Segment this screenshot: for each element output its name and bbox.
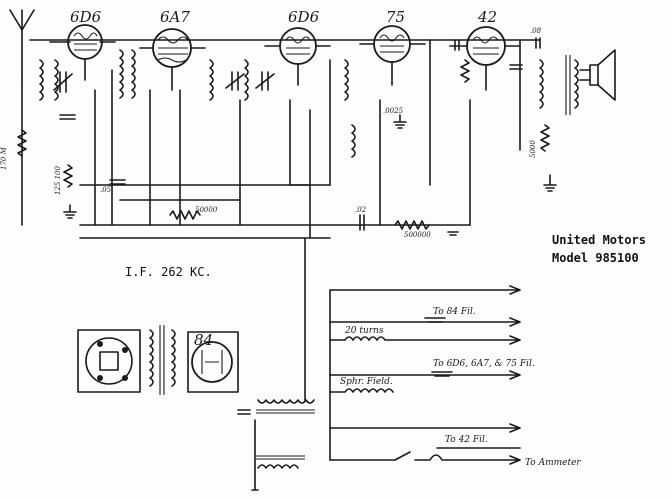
label-to-84-fil: To 84 Fil. — [433, 307, 476, 317]
label-c-08: .08 — [530, 27, 542, 35]
label-to-6d6-fil: To 6D6, 6A7, & 75 Fil. — [433, 359, 535, 369]
label-r-500000: 500000 — [404, 231, 431, 239]
label-r-5000: 5000 — [529, 140, 537, 158]
tube-42-output: 42 — [449, 8, 521, 91]
label-c-0025: .0025 — [383, 107, 404, 115]
label-to-42-fil: To 42 Fil. — [445, 435, 488, 445]
tube-label-1: 6D6 — [70, 8, 102, 26]
ground-symbols — [63, 114, 557, 236]
label-170m: 170 M — [0, 146, 8, 170]
filter-section — [237, 399, 315, 491]
tube-6a7-converter: 6A7 — [139, 8, 206, 91]
output-leads — [329, 285, 521, 465]
model-title-line-2: Model 985100 — [552, 251, 639, 265]
if-frequency-note: I.F. 262 KC. — [125, 265, 212, 279]
label-c-02: .02 — [355, 206, 367, 214]
vibrator-unit — [77, 329, 141, 393]
rf-coils — [39, 49, 579, 158]
label-125-100: 125 100 — [54, 166, 62, 195]
label-to-ammeter: To Ammeter — [525, 458, 581, 468]
tube-6d6-rf: 6D6 — [49, 8, 116, 81]
rectifier-label: 84 — [194, 331, 213, 349]
tube-label-2: 6A7 — [160, 8, 190, 26]
tube-label-5: 42 — [477, 8, 497, 26]
vertical-wiring — [79, 39, 521, 239]
speaker-symbol — [579, 49, 616, 101]
tube-label-4: 75 — [386, 8, 405, 26]
fixed-capacitors — [59, 37, 541, 231]
tuning-capacitors — [53, 71, 275, 93]
antenna-symbol — [9, 9, 35, 226]
label-20-turns: 20 turns — [344, 326, 384, 336]
label-c-05: .05 — [100, 186, 112, 194]
power-transformer — [149, 325, 176, 395]
label-sphr-field: Sphr. Field. — [340, 377, 393, 387]
label-r-50000: 50000 — [195, 206, 218, 214]
tube-75-detector: 75 — [359, 8, 426, 86]
resistors — [17, 59, 550, 230]
tube-6d6-if: 6D6 — [264, 8, 331, 86]
rectifier-84: 84 — [187, 331, 239, 393]
model-title-line-1: United Motors — [552, 233, 646, 247]
tube-label-3: 6D6 — [288, 8, 320, 26]
